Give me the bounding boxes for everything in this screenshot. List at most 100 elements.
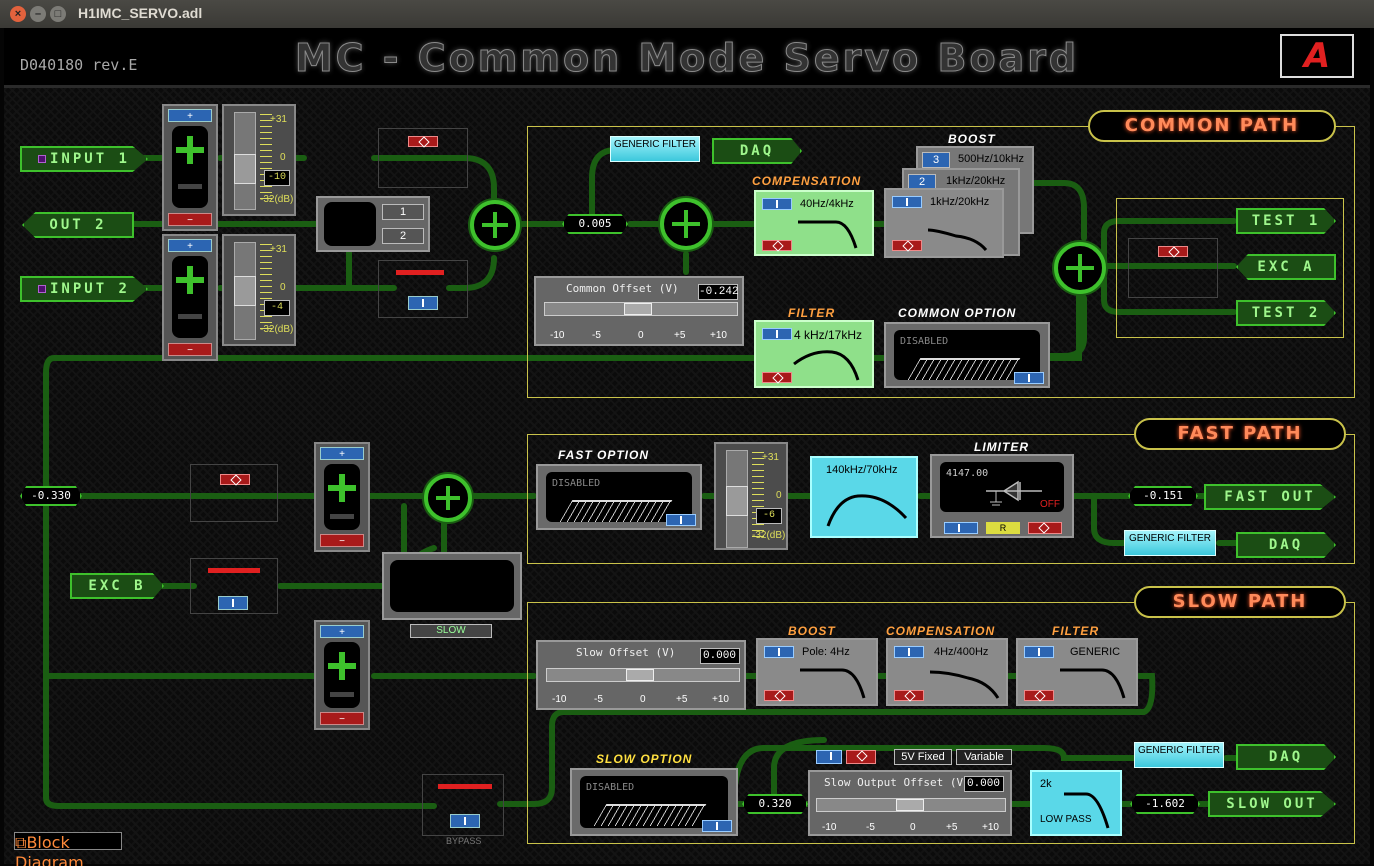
slow-output-offset-thumb[interactable] <box>896 799 924 811</box>
exc-a-port[interactable]: EXC A <box>1236 254 1336 280</box>
boost-1-bypass-switch[interactable] <box>892 240 922 251</box>
slow-out-enable-button[interactable] <box>816 750 842 764</box>
fast-gain-down-button[interactable]: − <box>320 534 364 547</box>
slow-out-bypass-switch[interactable] <box>846 750 876 764</box>
slider-mid-label: 0 <box>280 152 286 163</box>
common-option-display: DISABLED <box>894 330 1040 380</box>
slow-output-offset-label: Slow Output Offset (V) <box>824 776 970 789</box>
compensation-bypass-switch[interactable] <box>762 240 792 251</box>
exc-b-enable-switch[interactable] <box>218 596 248 610</box>
input1-enable-indicator <box>172 126 208 208</box>
slow-filter-enable-button[interactable] <box>1024 646 1054 658</box>
input2-gain-control: + − <box>162 234 218 361</box>
common-daq-port[interactable]: DAQ <box>712 138 802 164</box>
slow-generic-filter-button[interactable]: GENERIC FILTER <box>1134 742 1224 768</box>
slow-output-offset-value[interactable]: 0.000 <box>964 776 1004 792</box>
input1-gain-up-button[interactable]: + <box>168 109 212 122</box>
common-option-enable-button[interactable] <box>1014 372 1044 384</box>
fast-out-port[interactable]: FAST OUT <box>1204 484 1336 510</box>
fast-generic-filter-button[interactable]: GENERIC FILTER <box>1124 530 1216 556</box>
fast-gain-control: + − <box>314 442 370 552</box>
test2-port[interactable]: TEST 2 <box>1236 300 1336 326</box>
slow-daq-label: DAQ <box>1268 749 1304 765</box>
lowpass-curve-icon <box>1064 792 1110 829</box>
slider-thumb[interactable] <box>726 486 748 516</box>
input2-gain-down-button[interactable]: − <box>168 343 212 356</box>
input2-port[interactable]: INPUT 2 <box>20 276 148 302</box>
bypass-enable-switch[interactable] <box>450 814 480 828</box>
slow-comp-bypass-switch[interactable] <box>894 690 924 701</box>
common-generic-filter-button[interactable]: GENERIC FILTER <box>610 136 700 162</box>
input1-disconnect-switch[interactable] <box>408 136 438 147</box>
common-option-state: DISABLED <box>900 336 949 347</box>
common-filter-bypass-switch[interactable] <box>762 372 792 383</box>
slow-comp-value: 4Hz/400Hz <box>934 646 989 658</box>
slow-filter-bypass-switch[interactable] <box>1024 690 1054 701</box>
slider-mid-label: 0 <box>776 490 782 501</box>
compensation-enable-button[interactable] <box>762 198 792 210</box>
common-filter-enable-button[interactable] <box>762 328 792 340</box>
slow-readout: 0.320 <box>742 794 808 814</box>
slider-max-label: +31 <box>270 114 287 125</box>
bypass-label: BYPASS <box>446 836 482 846</box>
input-select-2-button[interactable]: 2 <box>382 228 424 244</box>
limiter-enable-button[interactable] <box>944 522 978 534</box>
common-offset-thumb[interactable] <box>624 303 652 315</box>
low-pass-label: LOW PASS <box>1040 814 1092 825</box>
variable-button[interactable]: Variable <box>956 749 1012 765</box>
fast-gain-up-button[interactable]: + <box>320 447 364 460</box>
minimize-window-button[interactable]: – <box>30 6 46 22</box>
slow-option-enable-button[interactable] <box>702 820 732 832</box>
input-select-1-button[interactable]: 1 <box>382 204 424 220</box>
maximize-window-button[interactable]: □ <box>50 6 66 22</box>
fast-gain-slider[interactable]: +31 0 -6 -32(dB) <box>714 442 788 550</box>
slow-comp-enable-button[interactable] <box>894 646 924 658</box>
input1-gain-down-button[interactable]: − <box>168 213 212 226</box>
common-offset-value[interactable]: -0.242 <box>698 284 739 300</box>
slow-gain-down-button[interactable]: − <box>320 712 364 725</box>
input1-gain-slider[interactable]: +31 0 -10 -32(dB) <box>222 104 296 216</box>
input1-port[interactable]: INPUT 1 <box>20 146 148 172</box>
exc-a-disconnect-switch[interactable] <box>1158 246 1188 257</box>
fast-daq-port[interactable]: DAQ <box>1236 532 1336 558</box>
test1-port[interactable]: TEST 1 <box>1236 208 1336 234</box>
slow-out-readout: -1.602 <box>1130 794 1200 814</box>
limiter-bypass-switch[interactable] <box>1028 522 1062 534</box>
slow-offset-thumb[interactable] <box>626 669 654 681</box>
input2-gain-slider[interactable]: +31 0 -4 -32(dB) <box>222 234 296 346</box>
slow-boost-bypass-switch[interactable] <box>764 690 794 701</box>
input2-gain-up-button[interactable]: + <box>168 239 212 252</box>
exc-b-port[interactable]: EXC B <box>70 573 164 599</box>
slider-thumb[interactable] <box>234 154 256 184</box>
common-summing-node <box>660 198 712 250</box>
fast-option-enable-button[interactable] <box>666 514 696 526</box>
slow-daq-port[interactable]: DAQ <box>1236 744 1336 770</box>
common-option-label: COMMON OPTION <box>898 306 1017 320</box>
close-window-button[interactable]: × <box>10 6 26 22</box>
common-offset-tick: -10 <box>550 330 565 341</box>
input2-enable-switch[interactable] <box>408 296 438 310</box>
common-filter-value: 4 kHz/17kHz <box>794 328 863 342</box>
slider-ticks <box>752 452 764 542</box>
slider-thumb[interactable] <box>234 276 256 306</box>
slow-offset-value[interactable]: 0.000 <box>700 648 740 664</box>
common-daq-label: DAQ <box>739 143 775 159</box>
limiter-r-button[interactable]: R <box>986 522 1020 534</box>
slow-gain-up-button[interactable]: + <box>320 625 364 638</box>
out2-port[interactable]: OUT 2 <box>22 212 134 238</box>
slow-option-state: DISABLED <box>586 782 635 793</box>
slow-boost-enable-button[interactable] <box>764 646 794 658</box>
5v-fixed-button[interactable]: 5V Fixed <box>894 749 952 765</box>
slow-button[interactable]: SLOW <box>410 624 492 638</box>
slider-ticks <box>260 114 272 204</box>
test-outputs-frame <box>1116 198 1344 338</box>
block-diagram-button[interactable]: ⧉Block Diagram <box>14 832 122 866</box>
lowpass-curve-icon <box>1060 668 1126 699</box>
boost-3-number: 3 <box>922 152 950 168</box>
fast-option-state: DISABLED <box>552 478 601 489</box>
plus-icon <box>176 266 204 294</box>
boost-1-enable-button[interactable] <box>892 196 922 208</box>
boost-1-value: 1kHz/20kHz <box>930 196 990 208</box>
slow-out-port[interactable]: SLOW OUT <box>1208 791 1336 817</box>
left-disconnect-switch[interactable] <box>220 474 250 485</box>
